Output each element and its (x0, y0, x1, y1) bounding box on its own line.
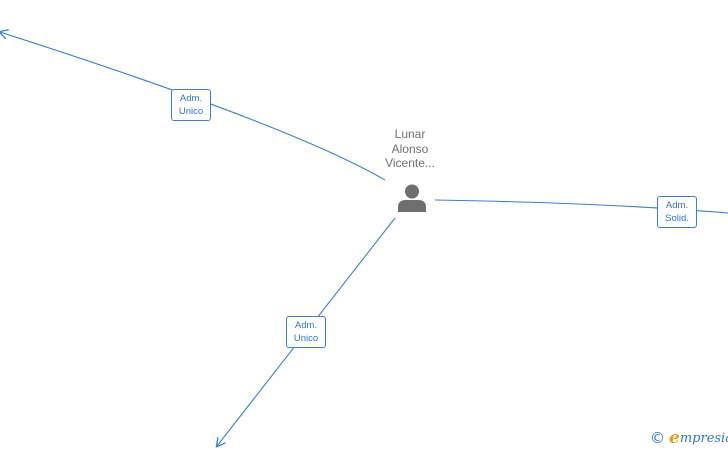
relation-label-right-line-1: Adm. (665, 200, 689, 211)
relation-label-bottom-line-1: Adm. (294, 320, 318, 331)
edge-top (0, 32, 386, 181)
relation-label-bottom-line-2: Unico (293, 333, 319, 344)
brand-logo-initial: e (669, 428, 680, 448)
person-name-line-1: Lunar (394, 127, 426, 141)
relation-label-top-line-1: Adm. (179, 93, 203, 104)
relation-label-top[interactable]: Adm. Unico (171, 89, 211, 121)
relation-label-right-line-2: Solid. (665, 213, 689, 224)
relation-label-bottom[interactable]: Adm. Unico (286, 316, 326, 348)
empresia-watermark[interactable]: © e mpresia (650, 428, 728, 448)
brand-logo-text: mpresia (679, 430, 728, 446)
person-icon[interactable] (396, 182, 428, 214)
relation-label-right[interactable]: Adm. Solid. (657, 196, 697, 228)
person-name-line-2: Alonso (391, 141, 429, 156)
person-name[interactable]: Lunar Alonso Vicente... (370, 127, 450, 171)
relation-label-top-line-2: Unico (178, 106, 204, 117)
person-name-line-3: Vicente... (385, 156, 435, 170)
copyright-icon: © (650, 429, 665, 447)
